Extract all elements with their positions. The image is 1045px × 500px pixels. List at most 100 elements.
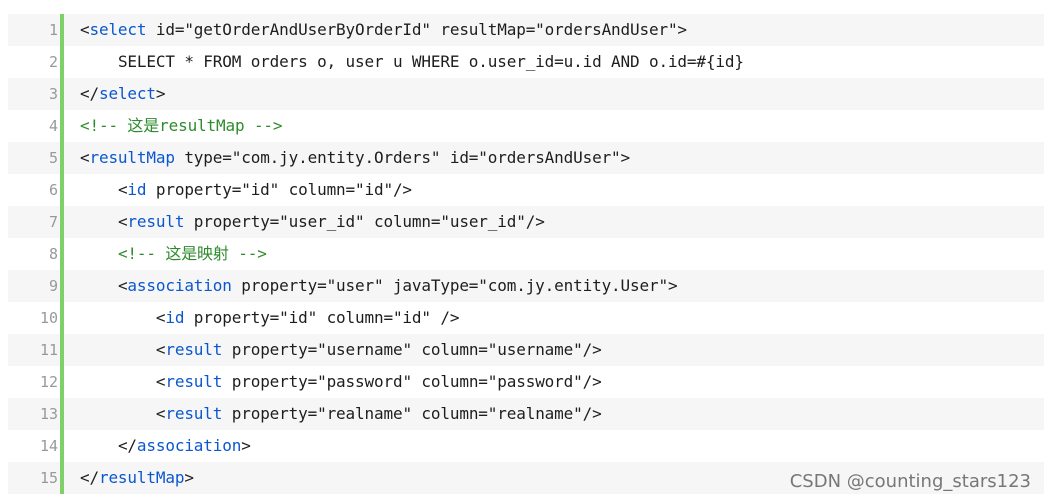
code-text: SELECT * FROM orders o, user u WHERE o.u… [64,46,1044,78]
code-text: <association property="user" javaType="c… [64,270,1044,302]
tag-name: result [165,404,223,423]
indent [80,404,156,423]
code-text: <result property="user_id" column="user_… [64,206,1044,238]
gutter-bar [60,174,64,206]
code-line: 13 <result property="realname" column="r… [8,398,1044,430]
gutter-bar [60,206,64,238]
code-block: 1<select id="getOrderAndUserByOrderId" r… [8,14,1044,494]
tag-name: association [127,276,232,295]
code-line: 2 SELECT * FROM orders o, user u WHERE o… [8,46,1044,78]
line-number: 8 [8,238,58,270]
code-text: <result property="password" column="pass… [64,366,1044,398]
code-line: 7 <result property="user_id" column="use… [8,206,1044,238]
gutter-bar [60,462,64,494]
code-line: 14 </association> [8,430,1044,462]
code-token: type="com.jy.entity.Orders" id="ordersAn… [174,148,631,167]
code-token: < [80,20,90,39]
line-number-text: 11 [39,341,58,359]
line-number-text: 6 [48,181,58,199]
code-token: property="username" column="username"/> [222,340,602,359]
code-token: SELECT * FROM orders o, user u WHERE o.u… [117,52,744,71]
code-token: < [155,308,166,327]
line-number: 12 [8,366,58,398]
line-number-text: 5 [48,149,58,167]
code-text: <result property="username" column="user… [64,334,1044,366]
line-number: 5 [8,142,58,174]
gutter-bar [60,238,64,270]
code-line: 6 <id property="id" column="id"/> [8,174,1044,206]
line-number-text: 8 [48,245,58,263]
tag-name: resultMap [98,468,185,487]
line-number: 15 [8,462,58,494]
code-token: < [117,180,128,199]
code-token: < [155,372,166,391]
indent [80,244,118,263]
indent [80,340,156,359]
code-line: 15</resultMap> [8,462,1044,494]
code-line: 8 <!-- 这是映射 --> [8,238,1044,270]
line-number: 1 [8,14,58,46]
line-number-text: 13 [39,405,58,423]
code-text: </select> [64,78,1044,110]
code-token: > [184,468,194,487]
code-line: 12 <result property="password" column="p… [8,366,1044,398]
code-token: < [155,340,166,359]
code-line: 11 <result property="username" column="u… [8,334,1044,366]
code-token: id="getOrderAndUserByOrderId" resultMap=… [146,20,687,39]
code-text: <!-- 这是映射 --> [64,238,1044,270]
line-number: 6 [8,174,58,206]
line-number: 7 [8,206,58,238]
code-token: property="password" column="password"/> [222,372,602,391]
gutter-bar [60,270,64,302]
line-number: 13 [8,398,58,430]
tag-name: association [136,436,242,455]
gutter-bar [60,430,64,462]
line-number-text: 1 [48,21,58,39]
code-line: 1 <select id="getOrderAndUserByOrderId" r… [8,14,1044,46]
indent [80,308,156,327]
comment-token: <!-- 这是映射 --> [117,244,267,263]
code-token: </ [80,468,99,487]
gutter-bar [60,142,64,174]
tag-name: result [165,372,223,391]
code-token: < [117,276,128,295]
code-text: <result property="realname" column="real… [64,398,1044,430]
watermark: CSDN @counting_stars123 [789,471,1031,492]
gutter-bar [60,398,64,430]
line-number: 4 [8,110,58,142]
tag-name: id [127,180,147,199]
tag-name: id [165,308,185,327]
code-token: > [155,84,166,103]
tag-name: select [98,84,156,103]
gutter-bar [60,334,64,366]
indent [80,212,118,231]
line-number-text: 12 [39,373,58,391]
tag-name: result [127,212,185,231]
code-line: 4<!-- 这是resultMap --> [8,110,1044,142]
code-token: </ [117,436,137,455]
code-text: </resultMap> [64,462,1044,494]
code-token: property="realname" column="realname"/> [222,404,602,423]
code-token: < [155,404,166,423]
line-number-text: 3 [48,85,58,103]
line-number-text: 9 [48,277,58,295]
line-number: 9 [8,270,58,302]
code-text: <resultMap type="com.jy.entity.Orders" i… [64,142,1044,174]
code-token: </ [80,84,99,103]
line-number: 10 [8,302,58,334]
gutter-bar [60,14,64,46]
code-line: 10 <id property="id" column="id" /> [8,302,1044,334]
code-text: <select id="getOrderAndUserByOrderId" re… [64,14,1044,46]
tag-name: result [165,340,223,359]
line-number: 14 [8,430,58,462]
code-line: 9 <association property="user" javaType=… [8,270,1044,302]
line-number: 11 [8,334,58,366]
line-number-text: 10 [39,309,58,327]
line-number: 3 [8,78,58,110]
code-line: 5 <resultMap type="com.jy.entity.Orders" … [8,142,1044,174]
indent [80,276,118,295]
code-text: <id property="id" column="id"/> [64,174,1044,206]
indent [80,372,156,391]
code-line: 3 </select> [8,78,1044,110]
code-text: </association> [64,430,1044,462]
